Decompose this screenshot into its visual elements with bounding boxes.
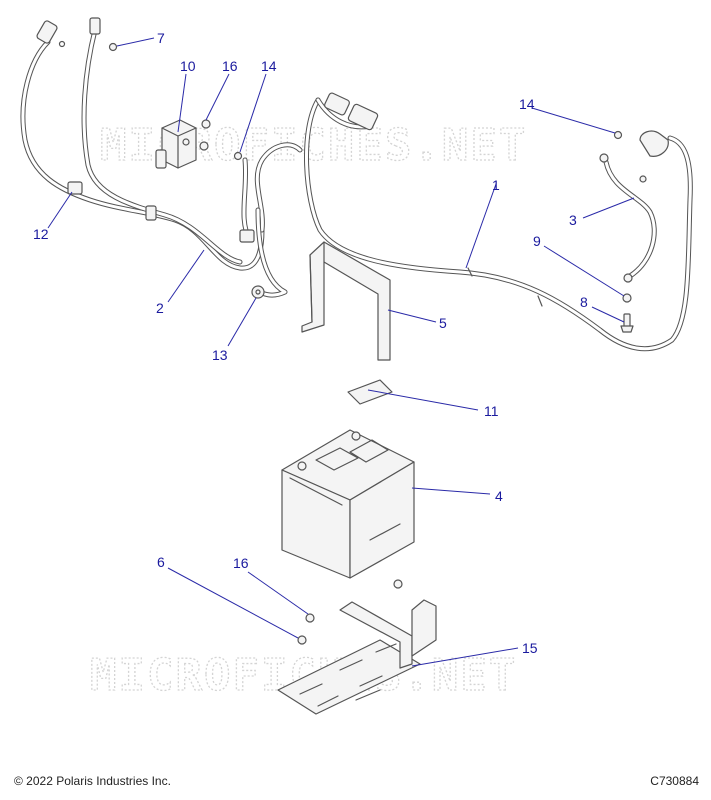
callout-1: 1	[492, 177, 500, 193]
nut-14-right	[613, 130, 647, 183]
tray-15	[277, 599, 437, 715]
callout-11: 11	[484, 403, 499, 419]
nut-9	[622, 293, 632, 303]
bolt-6	[297, 635, 307, 645]
callout-3: 3	[569, 212, 577, 228]
callout-4: 4	[495, 488, 503, 504]
bracket-5	[301, 241, 391, 361]
cable-harness-1	[304, 92, 693, 352]
callout-7: 7	[157, 30, 165, 46]
callout-14-left: 14	[261, 58, 277, 74]
nut-14-left	[233, 151, 243, 161]
leader-lines	[47, 37, 635, 667]
nut-7	[108, 42, 118, 52]
callout-16-top: 16	[222, 58, 238, 74]
callout-13: 13	[212, 347, 228, 363]
bolt-16-bottom	[305, 579, 403, 623]
cable-harness-2	[20, 17, 303, 299]
callout-12: 12	[33, 226, 49, 242]
callout-14-right: 14	[519, 96, 535, 112]
callout-9: 9	[533, 233, 541, 249]
callout-10: 10	[180, 58, 196, 74]
pad-11	[347, 379, 393, 405]
callout-15: 15	[522, 640, 538, 656]
cable-3	[599, 153, 657, 283]
drawing-id: C730884	[650, 774, 699, 788]
battery-4	[281, 429, 415, 579]
callout-16-bottom: 16	[233, 555, 249, 571]
callout-5: 5	[439, 315, 447, 331]
callout-8: 8	[580, 294, 588, 310]
copyright-text: © 2022 Polaris Industries Inc.	[14, 774, 171, 788]
callout-2: 2	[156, 300, 164, 316]
callout-6: 6	[157, 554, 165, 570]
bolt-8	[620, 313, 634, 333]
